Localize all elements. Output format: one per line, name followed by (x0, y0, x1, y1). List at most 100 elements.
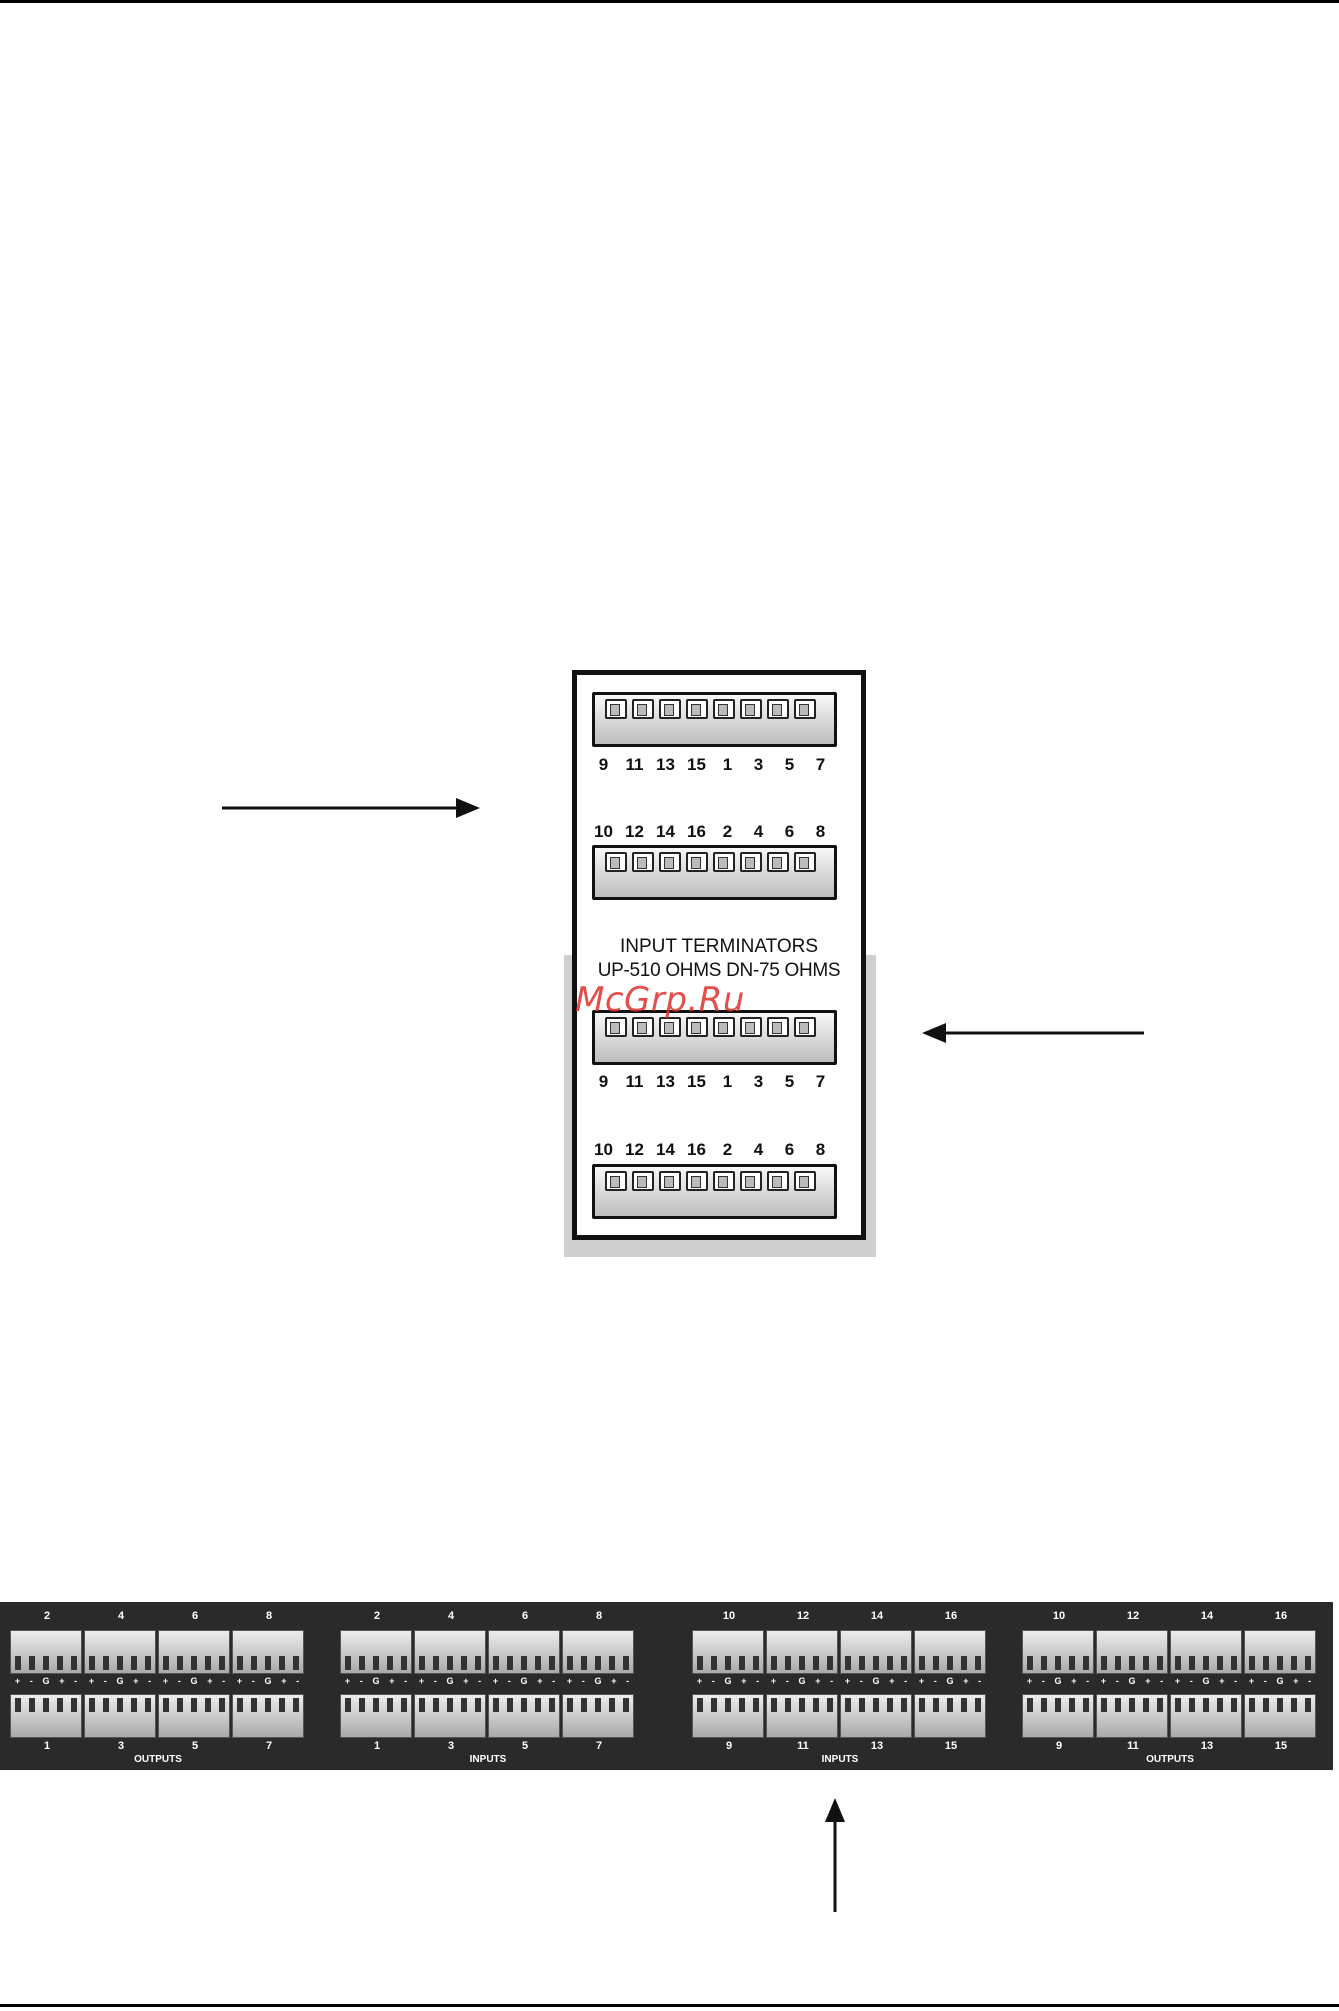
dip-switch-slot[interactable] (767, 852, 789, 872)
dip-switch-upper-even[interactable] (592, 845, 837, 900)
polarity-labels: +-G+- (914, 1676, 986, 1686)
dip-switch-slot[interactable] (659, 1017, 681, 1037)
dip-switch-slot[interactable] (659, 699, 681, 719)
terminal-pin (433, 1656, 439, 1670)
terminal-pin (57, 1656, 63, 1670)
dip-switch-slot[interactable] (632, 1017, 654, 1037)
dip-switch-slot[interactable] (740, 1017, 762, 1037)
terminal-block[interactable] (10, 1694, 82, 1738)
terminal-block[interactable] (414, 1694, 486, 1738)
terminal-block[interactable] (766, 1694, 838, 1738)
dip-switch-slot[interactable] (713, 1171, 735, 1191)
dip-switch-slot[interactable] (605, 1017, 627, 1037)
polarity-mark: - (222, 1676, 226, 1686)
dip-switch-slot[interactable] (767, 1017, 789, 1037)
terminal-channel-number: 15 (944, 1740, 958, 1752)
terminal-pin (103, 1656, 109, 1670)
dip-switch-slot[interactable] (767, 699, 789, 719)
dip-switch-slot[interactable] (740, 699, 762, 719)
terminal-block[interactable] (840, 1630, 912, 1674)
dip-switch-upper-odd[interactable] (592, 692, 837, 747)
terminal-pin (697, 1656, 703, 1670)
terminal-pin (279, 1656, 285, 1670)
terminal-pin (581, 1656, 587, 1670)
dip-switch-slot[interactable] (605, 852, 627, 872)
terminal-block[interactable] (84, 1694, 156, 1738)
terminal-pin (813, 1656, 819, 1670)
dip-switch-slot[interactable] (713, 1017, 735, 1037)
terminal-pin (219, 1656, 225, 1670)
terminal-block[interactable] (1244, 1630, 1316, 1674)
terminal-pin (345, 1698, 351, 1712)
dip-switch-slot[interactable] (713, 699, 735, 719)
terminal-block[interactable] (1170, 1694, 1242, 1738)
terminal-block[interactable] (158, 1630, 230, 1674)
terminal-block[interactable] (1096, 1630, 1168, 1674)
terminal-channel-number: 16 (1274, 1610, 1288, 1622)
terminal-block[interactable] (1244, 1694, 1316, 1738)
dip-switch-lower-odd[interactable] (592, 1010, 837, 1065)
terminal-block[interactable] (488, 1694, 560, 1738)
terminal-pin (251, 1656, 257, 1670)
terminal-block[interactable] (914, 1630, 986, 1674)
terminal-block[interactable] (232, 1630, 304, 1674)
dip-switch-slot[interactable] (713, 852, 735, 872)
polarity-mark: - (1041, 1676, 1045, 1686)
dip-switch-slot[interactable] (632, 1171, 654, 1191)
terminal-pin (1189, 1698, 1195, 1712)
dip-switch-slot[interactable] (794, 1171, 816, 1191)
switch-number: 7 (815, 1072, 826, 1091)
terminal-block[interactable] (562, 1694, 634, 1738)
dip-switch-slot[interactable] (686, 1017, 708, 1037)
terminal-block[interactable] (840, 1694, 912, 1738)
terminal-block[interactable] (340, 1630, 412, 1674)
terminal-pin (1129, 1698, 1135, 1712)
terminal-block[interactable] (340, 1694, 412, 1738)
terminal-pin (799, 1656, 805, 1670)
terminal-pin (1263, 1698, 1269, 1712)
terminal-block[interactable] (692, 1694, 764, 1738)
terminal-block[interactable] (10, 1630, 82, 1674)
dip-switch-slot[interactable] (794, 1017, 816, 1037)
terminal-pin (447, 1698, 453, 1712)
dip-switch-slot[interactable] (632, 699, 654, 719)
dip-switch-slot[interactable] (686, 699, 708, 719)
terminal-block[interactable] (158, 1694, 230, 1738)
terminal-block[interactable] (84, 1630, 156, 1674)
bottom-rule (0, 2004, 1339, 2007)
terminal-block[interactable] (232, 1694, 304, 1738)
polarity-mark: - (626, 1676, 630, 1686)
terminal-pin (475, 1656, 481, 1670)
terminal-block[interactable] (1170, 1630, 1242, 1674)
terminal-pin (373, 1698, 379, 1712)
terminal-pin (739, 1656, 745, 1670)
dip-switch-slot[interactable] (659, 1171, 681, 1191)
terminal-block[interactable] (488, 1630, 560, 1674)
dip-switch-slot[interactable] (686, 852, 708, 872)
terminal-block[interactable] (562, 1630, 634, 1674)
terminal-block[interactable] (1096, 1694, 1168, 1738)
polarity-labels: +-G+- (766, 1676, 838, 1686)
terminal-pin (919, 1698, 925, 1712)
dip-switch-slot[interactable] (740, 1171, 762, 1191)
dip-switch-slot[interactable] (740, 852, 762, 872)
terminal-pin (1175, 1656, 1181, 1670)
terminal-block[interactable] (414, 1630, 486, 1674)
terminal-block[interactable] (692, 1630, 764, 1674)
dip-switch-slot[interactable] (794, 852, 816, 872)
dip-switch-slot[interactable] (659, 852, 681, 872)
terminal-block[interactable] (1022, 1694, 1094, 1738)
dip-switch-slot[interactable] (632, 852, 654, 872)
terminal-block[interactable] (1022, 1630, 1094, 1674)
dip-switch-slot[interactable] (686, 1171, 708, 1191)
terminal-pin (279, 1698, 285, 1712)
dip-switch-lower-even[interactable] (592, 1164, 837, 1219)
terminal-block[interactable] (766, 1630, 838, 1674)
dip-switch-slot[interactable] (605, 1171, 627, 1191)
dip-switch-slot[interactable] (605, 699, 627, 719)
dip-switch-slot[interactable] (767, 1171, 789, 1191)
polarity-mark: - (296, 1676, 300, 1686)
terminal-block[interactable] (914, 1694, 986, 1738)
dip-switch-slot[interactable] (794, 699, 816, 719)
